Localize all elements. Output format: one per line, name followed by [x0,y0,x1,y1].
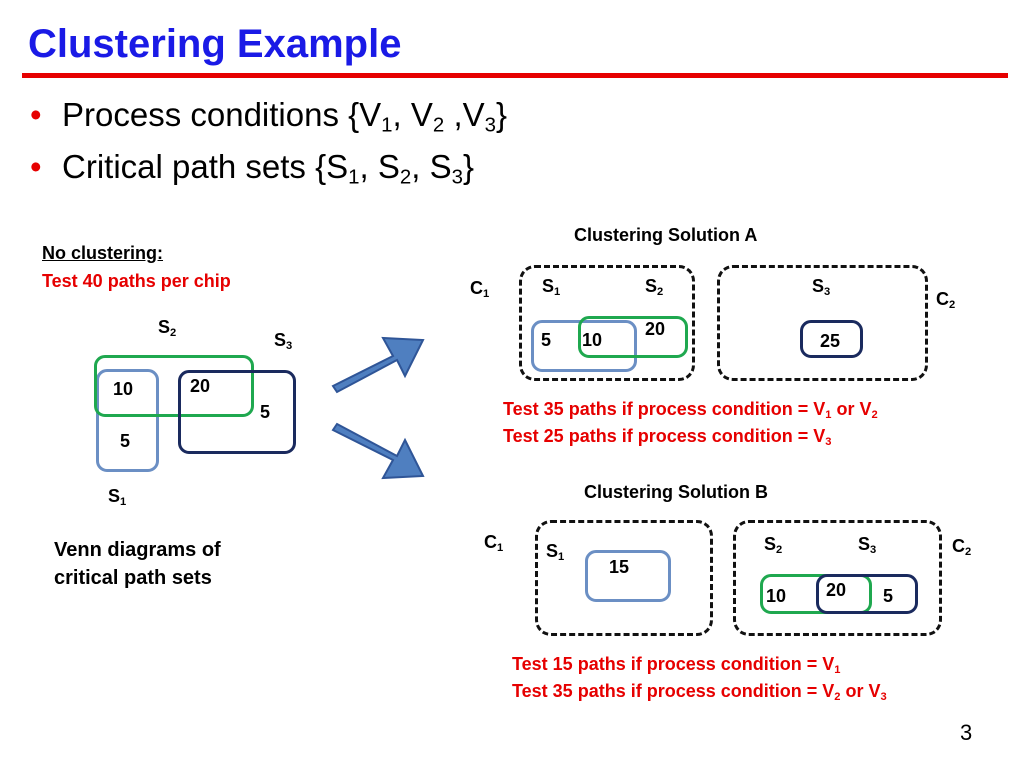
solution-b-s2-set [760,574,872,614]
solution-a-value-20: 20 [645,319,666,339]
solution-b-s1-label: S1 [546,541,565,564]
bullet-text: Critical path sets {S [62,148,349,185]
solution-b-c1-label: C1 [484,532,504,555]
subscript: 1 [381,113,393,137]
venn-s3-set [178,370,296,454]
subscript: 3 [451,165,463,189]
solution-b-cluster-c2 [733,520,942,636]
solution-a-s3-label: S3 [812,276,831,299]
solution-a-c1-label: C1 [470,278,490,301]
bullet-sep: } [496,96,508,133]
solution-a-value-25: 25 [820,331,841,351]
venn-caption-line1: Venn diagrams of [54,539,221,561]
slide-title: Clustering Example [28,22,402,66]
solution-b-title: Clustering Solution B [584,482,768,502]
solution-b-cluster-c1 [535,520,713,636]
title-underline [22,73,1008,78]
venn-s2-set [94,355,254,417]
subscript: 2 [399,165,412,189]
page-number: 3 [960,720,973,745]
bullet-text: Process conditions {V [62,96,382,133]
solution-b-value-20: 20 [826,580,847,600]
solution-b-s3-label: S3 [858,534,877,557]
solution-b-value-10: 10 [766,586,787,606]
venn-value-10: 10 [113,379,134,399]
no-clustering-subheading: Test 40 paths per chip [42,271,231,291]
solution-b-note-2: Test 35 paths if process condition = V2 … [512,681,887,704]
no-clustering-heading: No clustering: [42,243,164,263]
bullet-sep: ,V [444,96,485,133]
solution-a-c2-label: C2 [936,289,956,312]
solution-b-value-15: 15 [609,557,630,577]
subscript: 3 [484,113,497,137]
bullet-process-conditions: • Process conditions {V1, V2 ,V3} [30,96,508,137]
arrows-graphic [331,336,425,480]
venn-s2-label: S2 [158,317,177,340]
solution-a-title: Clustering Solution A [574,225,758,245]
solution-a-s2-set [578,316,688,358]
bullet-sep: , S [359,148,400,185]
solution-a-s3-set [800,320,863,358]
arrow-down-right-icon [331,422,425,480]
solution-a-s1-label: S1 [542,276,561,299]
bullet-critical-path-sets: •Critical path sets {S1, S2, S3} [30,148,474,189]
solution-a-note-1: Test 35 paths if process condition = V1 … [503,399,878,422]
solution-a-note-2: Test 25 paths if process condition = V3 [503,426,832,449]
subscript: 1 [348,165,360,189]
solution-a-value-5: 5 [541,330,552,350]
arrow-up-right-icon [331,336,425,394]
bullet-sep: , S [411,148,452,185]
solution-a-cluster-c1 [519,265,695,381]
solution-b-c2-label: C2 [952,536,972,559]
bullet-sep: , V [392,96,433,133]
venn-value-5-s3: 5 [260,402,271,422]
venn-s1-set [96,369,159,472]
solution-a-cluster-c2 [717,265,928,381]
bullet-dot-icon: • [30,96,42,133]
subscript: 2 [432,113,445,137]
bullet-dot-icon: • [30,148,42,185]
solution-b-note-1: Test 15 paths if process condition = V1 [512,654,841,677]
venn-value-20: 20 [190,376,211,396]
venn-s1-label: S1 [108,486,127,509]
bullet-sep: } [462,148,474,185]
venn-value-5-s1: 5 [120,431,131,451]
solution-a-s2-label: S2 [645,276,664,299]
solution-b-s2-label: S2 [764,534,783,557]
solution-b-s1-set [585,550,671,602]
venn-caption-line2: critical path sets [54,567,212,589]
solution-b-s3-set [816,574,918,614]
venn-s3-label: S3 [274,330,293,353]
solution-a-value-10: 10 [582,330,603,350]
solution-b-value-5: 5 [883,586,894,606]
